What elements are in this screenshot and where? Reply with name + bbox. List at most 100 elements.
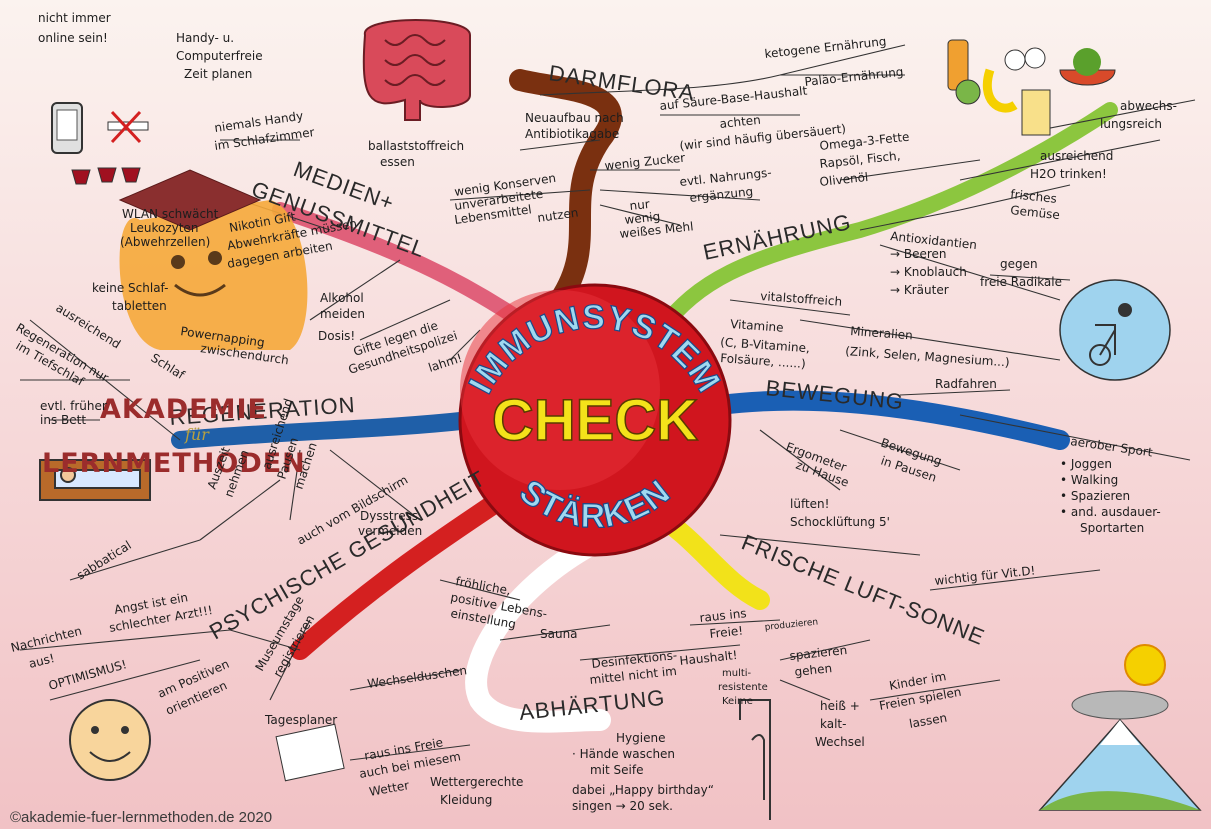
branch-bewegung-stroke — [710, 390, 1070, 450]
note-text: nicht immer — [38, 11, 111, 25]
smiley-face-shape — [69, 699, 151, 781]
bed-illustration — [39, 459, 151, 501]
note-text: ins Bett — [40, 413, 86, 427]
note-text: frisches — [1010, 187, 1058, 206]
note-text: nur — [629, 197, 651, 213]
egg-shape — [1004, 49, 1026, 71]
note-text: Radfahren — [935, 377, 997, 391]
connector-line — [719, 534, 921, 556]
connector-line — [879, 244, 1061, 301]
mascot-eye-shape — [171, 255, 185, 269]
connector-line — [959, 414, 1191, 461]
note-text: Tagesplaner — [264, 713, 337, 727]
note-text: · Hände waschen — [572, 747, 675, 761]
note-text: Neuaufbau nach — [525, 111, 624, 125]
connector-line — [779, 639, 871, 661]
intestine-coils-shape — [384, 34, 446, 86]
wine-glass-shape — [97, 167, 117, 183]
note-text: Folsäure, ......) — [720, 351, 806, 371]
mascot-smile-shape — [174, 283, 226, 297]
connector-line — [349, 669, 461, 691]
note-text: lassen — [908, 711, 948, 731]
connector-line — [69, 539, 201, 581]
branch-frischeluft-label: FRISCHE LUFT-SONNE — [738, 529, 988, 650]
branch-regeneration-stroke — [171, 411, 479, 449]
shower-pipe-shape — [739, 699, 771, 820]
note-text: lüften! — [790, 497, 829, 511]
note-text: Wechsel — [815, 735, 865, 749]
connector-line — [989, 274, 1071, 281]
note-text: WLAN schwächt — [122, 207, 219, 221]
shower-person-shape — [751, 734, 765, 800]
note-text: Mineralien — [850, 324, 913, 342]
note-text: Paläo-Ernährung — [804, 65, 904, 89]
cigarette-cross-line — [110, 110, 142, 144]
note-text: Dosis! — [318, 329, 355, 343]
note-text: • Walking — [1060, 473, 1118, 487]
note-text: • and. ausdauer- — [1060, 505, 1161, 519]
note-text: vitalstoffreich — [760, 289, 843, 309]
note-text: nutzen — [536, 205, 579, 225]
note-text: Wetter — [368, 778, 410, 799]
note-text: Sportarten — [1080, 521, 1144, 535]
connector-line — [689, 619, 781, 626]
note-text: Sauna — [540, 627, 578, 641]
note-text: Zeit planen — [184, 67, 252, 81]
note-text: Olivenöl — [819, 170, 869, 189]
mascot-body-shape — [119, 200, 308, 350]
smiley-eye-shape — [121, 726, 129, 734]
note-text: Rapsöl, Fisch, — [819, 149, 901, 171]
note-text: achten — [719, 113, 761, 131]
connector-line — [309, 259, 401, 321]
connector-line — [959, 139, 1161, 181]
graduation-hat-shape — [118, 169, 262, 231]
note-text: • Joggen — [1060, 457, 1112, 471]
center-circle-highlight — [460, 290, 660, 490]
note-text: Handy- u. — [176, 31, 234, 45]
connector-line — [599, 204, 681, 226]
smiley-mouth-shape — [89, 751, 131, 762]
apple-shape — [955, 79, 981, 105]
connector-line — [839, 429, 961, 471]
branch-abhaertung-stroke — [465, 529, 611, 733]
meadow-shape — [1040, 791, 1200, 810]
note-text: dabei „Happy birthday“ — [572, 783, 714, 797]
note-text: → Kräuter — [890, 283, 949, 297]
connector-line — [859, 209, 961, 231]
note-text: vermeiden — [358, 524, 422, 538]
mountain-snow-shape — [1100, 720, 1140, 745]
connector-line — [449, 189, 591, 201]
connector-line — [1039, 99, 1196, 131]
note-text: wenig — [624, 209, 661, 227]
note-text: gegen — [1000, 257, 1038, 271]
note-text: Wechselduschen — [366, 663, 467, 691]
note-text: meiden — [320, 307, 365, 321]
branch-medien-stroke — [272, 202, 528, 328]
note-text: produzieren — [764, 617, 818, 633]
note-text: Schlaf — [148, 351, 187, 383]
note-text: (Abwehrzellen) — [120, 235, 210, 249]
note-text: Computerfreie — [176, 49, 263, 63]
note-text: Alkohol — [320, 291, 364, 305]
connector-line — [959, 184, 1071, 211]
logo-lernmethoden: LERNMETHODEN — [42, 448, 306, 479]
connector-line — [729, 299, 851, 316]
note-text: • Spazieren — [1060, 489, 1130, 503]
note-text: Hygiene — [616, 731, 665, 745]
smiley-eye-shape — [91, 726, 99, 734]
note-text: Schocklüftung 5' — [790, 515, 890, 529]
mascot-eye-shape — [208, 251, 222, 265]
connector-line — [929, 569, 1101, 591]
note-text: multi- — [722, 668, 752, 679]
note-text: → Beeren — [890, 247, 947, 261]
connector-line — [329, 449, 421, 521]
note-text: Kleidung — [440, 793, 492, 807]
logo-akademie: AKADEMIE — [100, 394, 267, 425]
mountain-sun-illustration — [1038, 644, 1202, 811]
note-text: lahm! — [427, 351, 464, 375]
note-text: Nachrichten — [9, 624, 83, 655]
note-text: tabletten — [112, 299, 167, 313]
note-text: evtl. früher — [40, 399, 107, 413]
connector-line — [519, 139, 601, 151]
connector-line — [799, 319, 1061, 361]
